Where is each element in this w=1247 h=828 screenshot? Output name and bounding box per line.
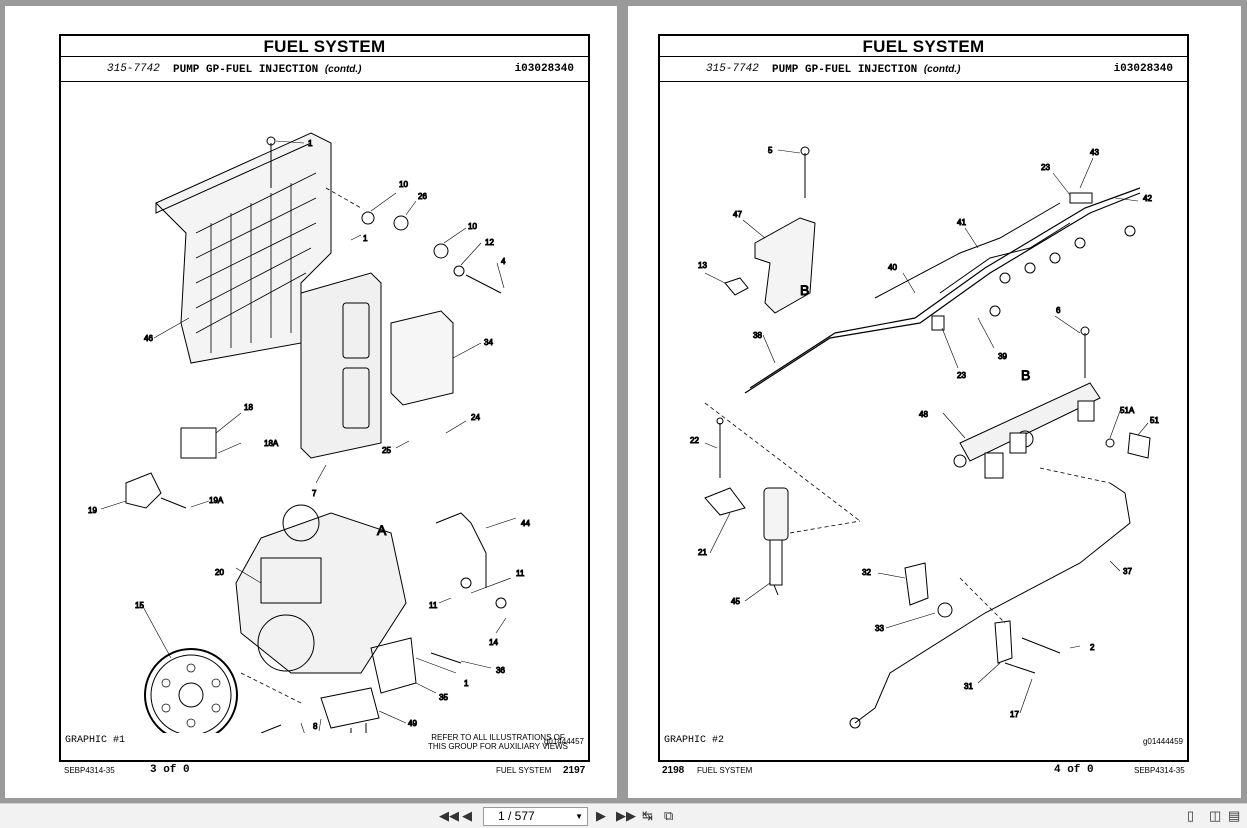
- svg-text:7: 7: [312, 489, 317, 498]
- footer-doc: SEBP4314-35: [1134, 766, 1185, 775]
- left-page: FUEL SYSTEM 315-7742 PUMP GP-FUEL INJECT…: [5, 6, 617, 798]
- part-description: PUMP GP-FUEL INJECTION (contd.): [173, 64, 362, 76]
- svg-text:38: 38: [753, 331, 762, 340]
- svg-text:48: 48: [919, 410, 928, 419]
- svg-text:11: 11: [429, 601, 438, 610]
- rotate-icon[interactable]: ↹: [642, 808, 653, 823]
- svg-text:B: B: [800, 282, 809, 298]
- svg-text:51: 51: [1150, 416, 1159, 425]
- svg-text:47: 47: [733, 210, 742, 219]
- svg-text:23: 23: [957, 371, 966, 380]
- svg-text:43: 43: [1090, 148, 1099, 157]
- svg-text:2: 2: [1090, 643, 1095, 652]
- svg-text:44: 44: [521, 519, 530, 528]
- page-indicator: 1 / 577: [498, 809, 535, 823]
- svg-text:1: 1: [363, 234, 368, 243]
- page-number-select[interactable]: 1 / 577 ▼: [483, 807, 588, 826]
- two-page-view-icon[interactable]: ◫: [1209, 808, 1222, 823]
- chevron-down-icon: ▼: [575, 812, 583, 821]
- reference-id: i03028340: [514, 63, 574, 75]
- svg-text:32: 32: [862, 568, 871, 577]
- svg-text:B: B: [1021, 367, 1030, 383]
- footer-section: FUEL SYSTEM: [697, 766, 753, 775]
- svg-text:19A: 19A: [209, 496, 224, 505]
- svg-text:42: 42: [1143, 194, 1152, 203]
- svg-text:19: 19: [88, 506, 97, 515]
- svg-text:1: 1: [464, 679, 469, 688]
- svg-text:26: 26: [418, 192, 427, 201]
- svg-text:51A: 51A: [1120, 406, 1135, 415]
- svg-text:4: 4: [501, 257, 506, 266]
- footer-doc: SEBP4314-35: [64, 766, 115, 775]
- graphic-id: g01444457: [543, 737, 584, 746]
- svg-text:23: 23: [1041, 163, 1050, 172]
- svg-text:33: 33: [875, 624, 884, 633]
- svg-text:8: 8: [313, 722, 318, 731]
- svg-text:6: 6: [1056, 306, 1061, 315]
- exploded-diagram-graphic-2: 5 43 23 42 47 41 13 B 40 38 23 39 6 B 48…: [690, 146, 1160, 734]
- svg-text:13: 13: [698, 261, 707, 270]
- single-page-view-icon[interactable]: ▯: [1187, 808, 1195, 823]
- svg-text:11: 11: [516, 569, 525, 578]
- svg-text:49: 49: [408, 719, 417, 728]
- svg-text:22: 22: [690, 436, 699, 445]
- svg-text:40: 40: [888, 263, 897, 272]
- svg-text:24: 24: [471, 413, 480, 422]
- footer-section: FUEL SYSTEM: [496, 766, 552, 775]
- svg-text:17: 17: [1010, 710, 1019, 719]
- part-header: 315-7742 PUMP GP-FUEL INJECTION (contd.)…: [61, 57, 588, 82]
- page-title: FUEL SYSTEM: [660, 36, 1187, 57]
- footer-page-num: 2198: [662, 765, 685, 776]
- first-page-icon[interactable]: ◀◀: [439, 808, 459, 823]
- svg-text:5: 5: [768, 146, 773, 155]
- footer-page-of: 3 of 0: [150, 764, 190, 776]
- svg-text:45: 45: [731, 597, 740, 606]
- part-number: 315-7742: [107, 63, 160, 75]
- callout-1: 1: [308, 139, 313, 148]
- svg-text:A: A: [377, 522, 387, 538]
- graphic-id: g01444459: [1142, 737, 1183, 746]
- prev-page-icon[interactable]: ◀: [462, 808, 472, 823]
- next-page-icon[interactable]: ▶: [596, 808, 606, 823]
- fit-icon[interactable]: ⧉: [664, 808, 674, 823]
- svg-text:35: 35: [439, 693, 448, 702]
- svg-text:31: 31: [964, 682, 973, 691]
- svg-text:15: 15: [135, 601, 144, 610]
- auxiliary-views-note: REFER TO ALL ILLUSTRATIONS OF THIS GROUP…: [427, 733, 569, 751]
- continuous-view-icon[interactable]: ▤: [1228, 808, 1241, 823]
- svg-text:10: 10: [399, 180, 408, 189]
- part-number: 315-7742: [706, 63, 759, 75]
- right-page: FUEL SYSTEM 315-7742 PUMP GP-FUEL INJECT…: [628, 6, 1241, 798]
- left-page-frame: FUEL SYSTEM 315-7742 PUMP GP-FUEL INJECT…: [59, 34, 590, 762]
- footer-page-num: 2197: [563, 765, 586, 776]
- last-page-icon[interactable]: ▶▶: [616, 808, 636, 823]
- right-page-frame: FUEL SYSTEM 315-7742 PUMP GP-FUEL INJECT…: [658, 34, 1189, 762]
- part-header: 315-7742 PUMP GP-FUEL INJECTION (contd.)…: [660, 57, 1187, 82]
- reference-id: i03028340: [1113, 63, 1173, 75]
- svg-text:34: 34: [484, 338, 493, 347]
- exploded-diagram-graphic-1: 1 10 26 1 10 12 4 46 34 18 18A 24 25 7 1…: [88, 132, 531, 733]
- page-title: FUEL SYSTEM: [61, 36, 588, 57]
- graphic-label: GRAPHIC #2: [664, 735, 725, 746]
- svg-text:21: 21: [698, 548, 707, 557]
- svg-text:46: 46: [144, 334, 153, 343]
- svg-text:18A: 18A: [264, 439, 279, 448]
- part-description: PUMP GP-FUEL INJECTION (contd.): [772, 64, 961, 76]
- svg-text:12: 12: [485, 238, 494, 247]
- svg-text:10: 10: [468, 222, 477, 231]
- svg-text:37: 37: [1123, 567, 1132, 576]
- graphic-label: GRAPHIC #1: [65, 735, 126, 746]
- viewer-toolbar: ◀◀ ◀ 1 / 577 ▼ ▶ ▶▶ ↹ ⧉ ▯ ◫ ▤: [0, 803, 1247, 828]
- svg-text:41: 41: [957, 218, 966, 227]
- svg-text:25: 25: [382, 446, 391, 455]
- footer-page-of: 4 of 0: [1054, 764, 1094, 776]
- svg-text:14: 14: [489, 638, 498, 647]
- svg-text:20: 20: [215, 568, 224, 577]
- svg-text:18: 18: [244, 403, 253, 412]
- svg-text:39: 39: [998, 352, 1007, 361]
- svg-text:36: 36: [496, 666, 505, 675]
